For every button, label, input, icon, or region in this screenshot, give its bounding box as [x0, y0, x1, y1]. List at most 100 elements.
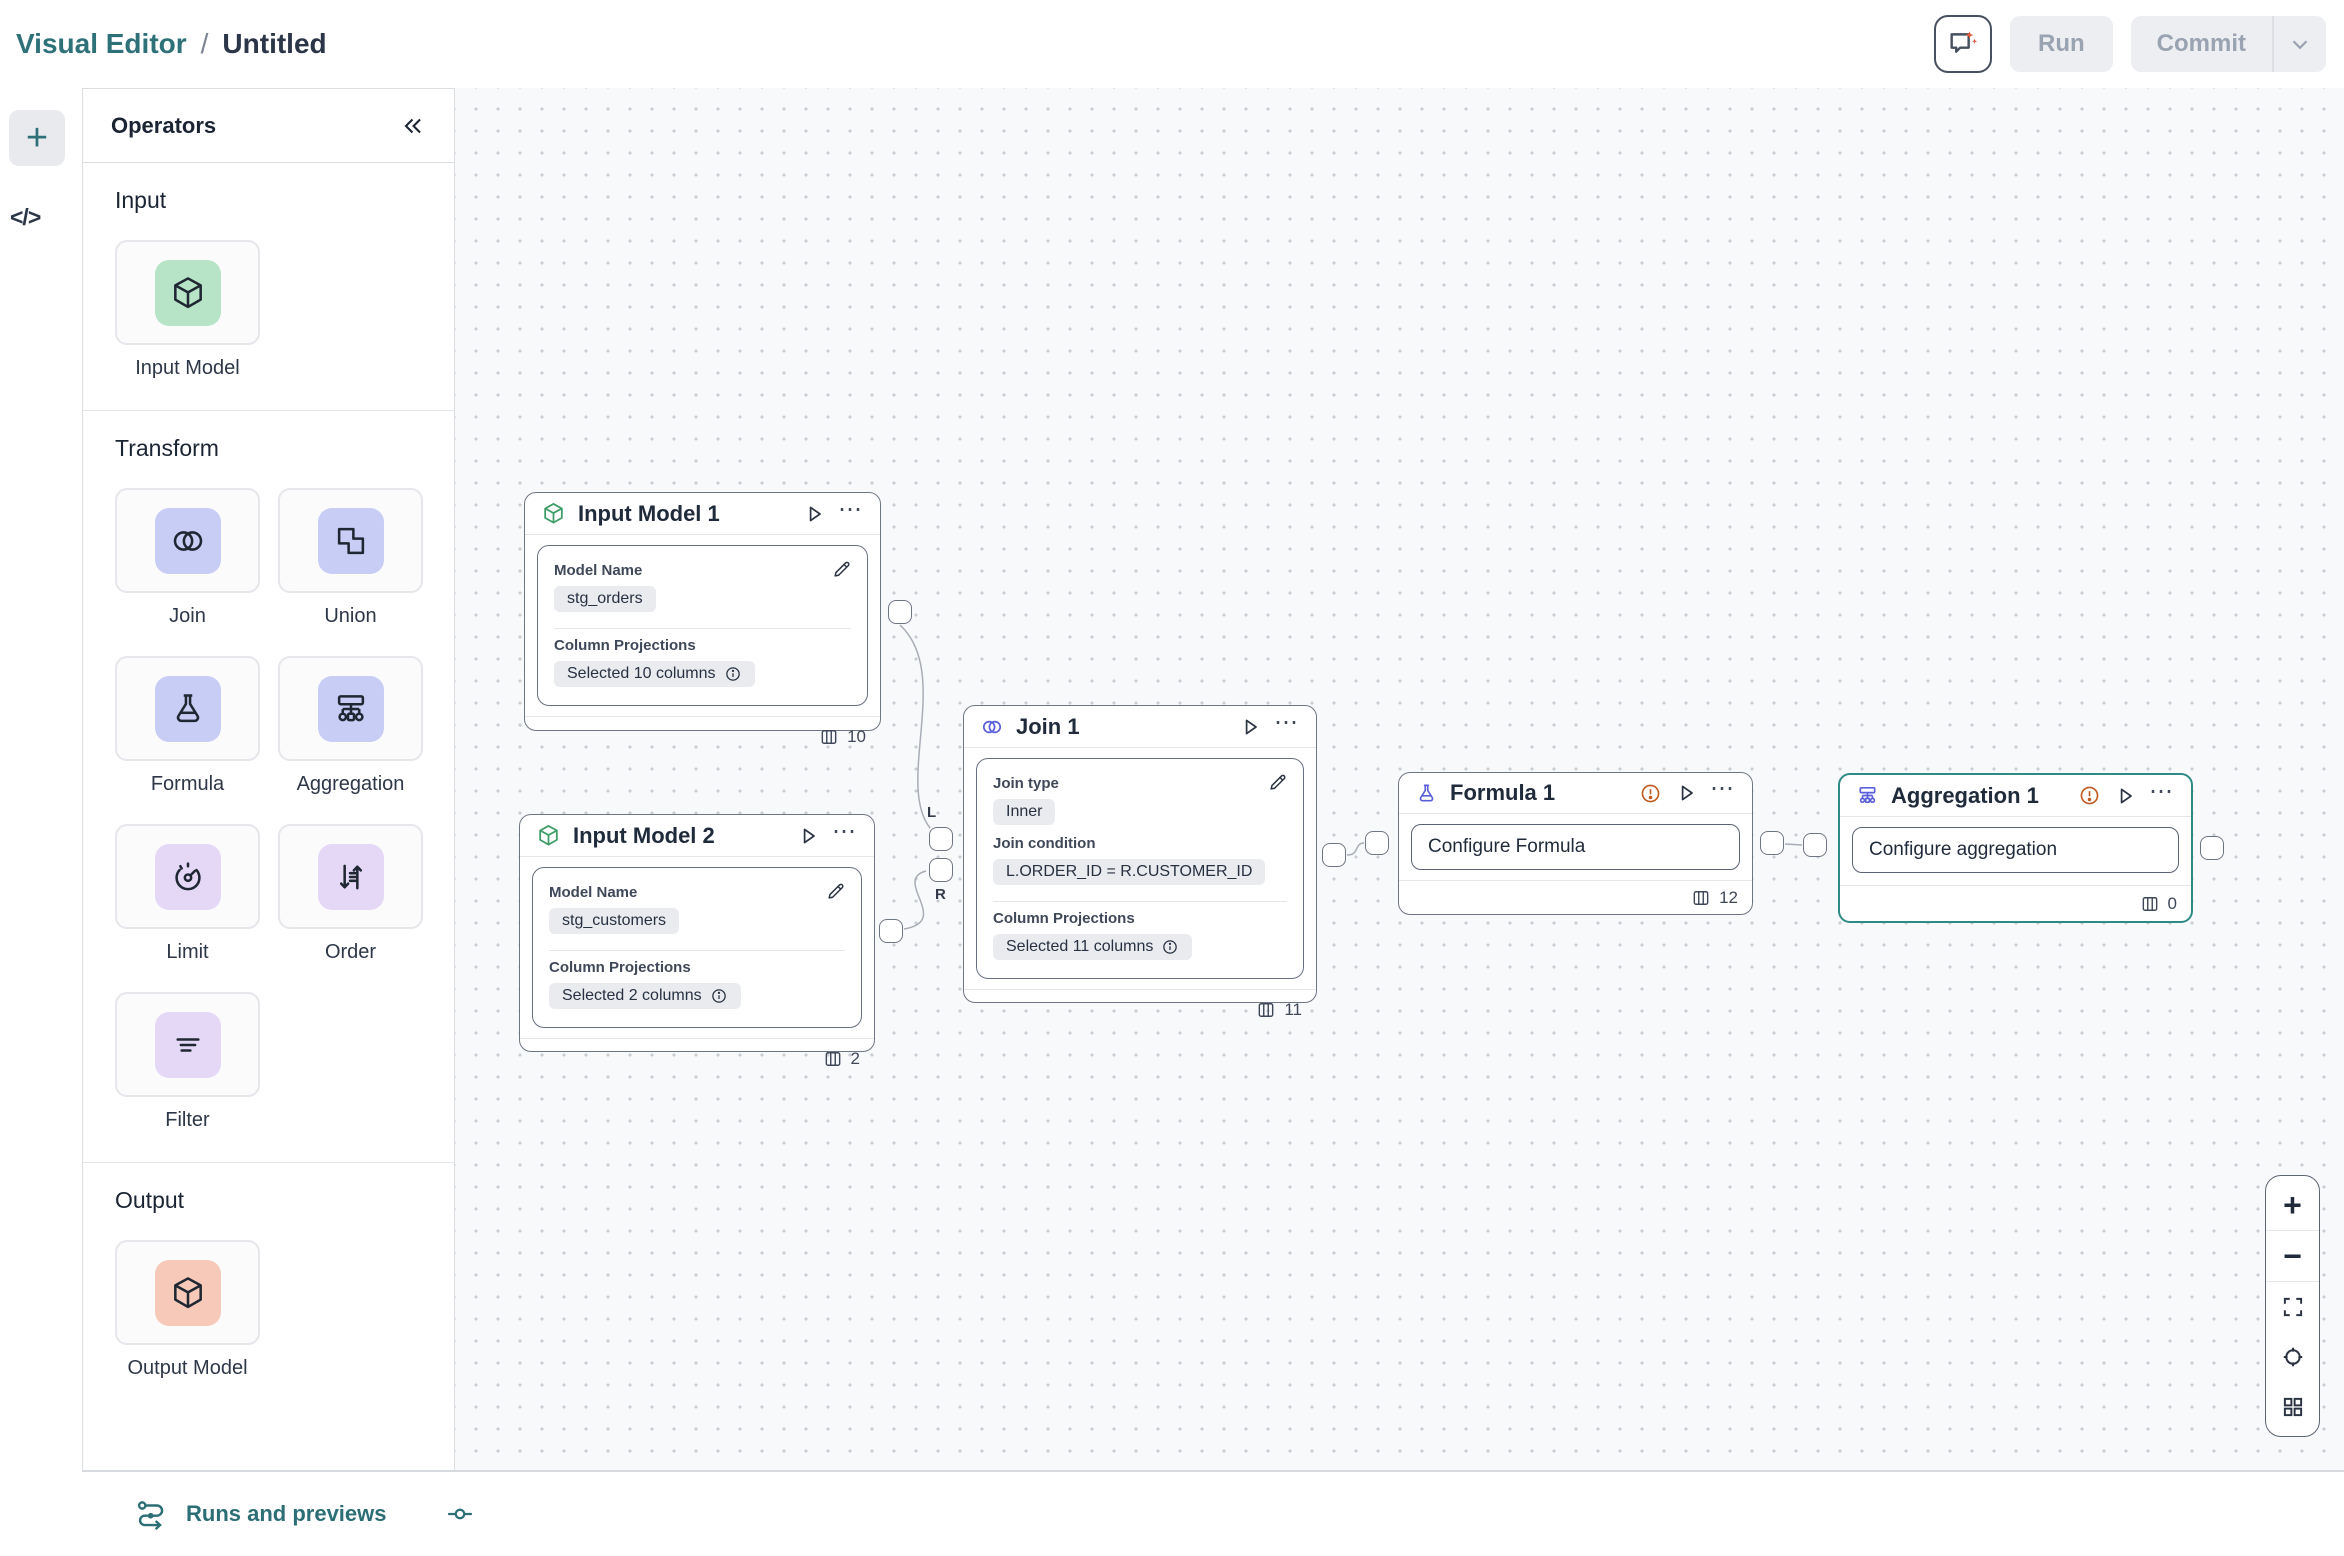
- edit-pencil-icon[interactable]: [1267, 771, 1289, 793]
- model-name-chip[interactable]: stg_orders: [554, 586, 656, 612]
- field-label: Column Projections: [993, 910, 1135, 927]
- join-type-chip[interactable]: Inner: [993, 799, 1056, 825]
- info-icon: [724, 665, 742, 683]
- node-aggregation-1[interactable]: Aggregation 1 ⋯ Configure aggregation 0: [1838, 773, 2193, 923]
- fullscreen-icon: [2280, 1294, 2306, 1320]
- edit-pencil-icon[interactable]: [825, 880, 847, 902]
- edge-join-to-formula: [1346, 842, 1365, 856]
- operator-label: Formula: [150, 773, 225, 795]
- breadcrumb: Visual Editor / Untitled: [16, 28, 327, 60]
- filter-lines-icon: [169, 1026, 207, 1064]
- edge-input2-to-join-r: [903, 870, 927, 930]
- play-icon[interactable]: [802, 502, 826, 526]
- node-input-model-1[interactable]: Input Model 1 ⋯ Model Name stg_orders Co…: [524, 492, 881, 746]
- node-title: Formula 1: [1450, 780, 1556, 805]
- port-join-input-left[interactable]: [929, 827, 953, 851]
- port-formula-output[interactable]: [1760, 831, 1784, 855]
- runs-and-previews-bar[interactable]: Runs and previews: [82, 1470, 2344, 1556]
- join-icon: [980, 715, 1004, 739]
- columns-icon: [2140, 894, 2160, 914]
- node-join-1[interactable]: Join 1 ⋯ Join type Inner Join condition …: [963, 705, 1317, 1019]
- model-name-chip[interactable]: stg_customers: [549, 908, 680, 934]
- breadcrumb-visual-editor[interactable]: Visual Editor: [16, 28, 187, 59]
- port-formula-input[interactable]: [1365, 831, 1389, 855]
- commit-dropdown-button[interactable]: [2272, 16, 2326, 72]
- column-projections-chip[interactable]: Selected 2 columns: [549, 983, 741, 1009]
- union-icon: [332, 522, 370, 560]
- add-button[interactable]: +: [9, 110, 65, 166]
- cube-icon: [541, 501, 566, 526]
- operator-limit[interactable]: Limit: [115, 824, 260, 964]
- operator-aggregation[interactable]: Aggregation: [278, 656, 423, 796]
- play-icon[interactable]: [2113, 784, 2137, 808]
- more-options-icon[interactable]: ⋯: [838, 495, 864, 523]
- layout-button[interactable]: [2266, 1382, 2319, 1432]
- crosshair-icon: [2280, 1344, 2306, 1370]
- edit-pencil-icon[interactable]: [831, 558, 853, 580]
- toggle-slider-icon[interactable]: [445, 1499, 475, 1529]
- configure-formula-button[interactable]: Configure Formula: [1411, 824, 1740, 870]
- breadcrumb-separator: /: [200, 28, 209, 59]
- operator-label: Input Model: [135, 357, 240, 379]
- play-icon[interactable]: [1674, 781, 1698, 805]
- ai-assistant-button[interactable]: [1934, 15, 1992, 73]
- join-condition-chip[interactable]: L.ORDER_ID = R.CUSTOMER_ID: [993, 859, 1266, 885]
- runs-and-previews-label[interactable]: Runs and previews: [186, 1501, 387, 1526]
- info-icon: [710, 987, 728, 1005]
- port-aggregation-input[interactable]: [1803, 833, 1827, 857]
- operator-order[interactable]: Order: [278, 824, 423, 964]
- port-input-model-1-output[interactable]: [888, 600, 912, 624]
- play-icon[interactable]: [796, 824, 820, 848]
- column-projections-chip[interactable]: Selected 11 columns: [993, 934, 1193, 960]
- port-join-input-right[interactable]: [929, 858, 953, 882]
- warning-icon: [2078, 784, 2101, 807]
- operator-formula[interactable]: Formula: [115, 656, 260, 796]
- operator-label: Aggregation: [296, 773, 405, 795]
- node-title: Aggregation 1: [1891, 782, 2039, 808]
- commit-button[interactable]: Commit: [2156, 30, 2246, 57]
- operator-output-model[interactable]: Output Model: [115, 1240, 260, 1380]
- more-options-icon[interactable]: ⋯: [1710, 775, 1736, 802]
- info-icon: [1161, 938, 1179, 956]
- fit-view-button[interactable]: [2266, 1332, 2319, 1382]
- operator-filter[interactable]: Filter: [115, 992, 260, 1132]
- zoom-out-button[interactable]: −: [2266, 1231, 2319, 1281]
- field-label: Join type: [993, 775, 1059, 792]
- collapse-panel-button[interactable]: [400, 113, 426, 139]
- fullscreen-button[interactable]: [2266, 1282, 2319, 1332]
- node-input-model-2[interactable]: Input Model 2 ⋯ Model Name stg_customers…: [519, 814, 875, 1068]
- more-options-icon[interactable]: ⋯: [1274, 708, 1300, 736]
- join-icon: [169, 522, 207, 560]
- column-count: 10: [847, 726, 866, 746]
- node-title: Input Model 2: [573, 822, 715, 848]
- aggregation-icon: [1856, 784, 1879, 807]
- chat-sparkle-icon: [1946, 27, 1980, 61]
- column-count: 2: [850, 1048, 860, 1068]
- double-chevron-left-icon: [400, 113, 426, 139]
- operator-label: Filter: [165, 1109, 210, 1131]
- code-view-button[interactable]: </>: [10, 204, 41, 231]
- operator-union[interactable]: Union: [278, 488, 423, 628]
- breadcrumb-page-title: Untitled: [222, 28, 327, 59]
- port-join-output[interactable]: [1322, 843, 1346, 867]
- column-projections-chip[interactable]: Selected 10 columns: [554, 661, 755, 687]
- more-options-icon[interactable]: ⋯: [2149, 777, 2175, 805]
- zoom-in-button[interactable]: +: [2266, 1180, 2319, 1230]
- sort-icon: [332, 858, 370, 896]
- field-label: Model Name: [549, 884, 638, 901]
- port-aggregation-output[interactable]: [2200, 836, 2224, 860]
- node-formula-1[interactable]: Formula 1 ⋯ Configure Formula 12: [1398, 772, 1753, 915]
- port-input-model-2-output[interactable]: [879, 919, 903, 943]
- pipeline-canvas[interactable]: Input Model 1 ⋯ Model Name stg_orders Co…: [455, 88, 2344, 1470]
- play-icon[interactable]: [1238, 715, 1262, 739]
- more-options-icon[interactable]: ⋯: [832, 817, 858, 845]
- section-label-input: Input: [115, 187, 167, 213]
- cube-icon: [169, 1274, 207, 1312]
- node-title: Join 1: [1016, 713, 1080, 739]
- plus-icon: +: [2283, 1187, 2302, 1223]
- operator-join[interactable]: Join: [115, 488, 260, 628]
- cube-icon: [536, 823, 561, 848]
- configure-aggregation-button[interactable]: Configure aggregation: [1852, 827, 2179, 873]
- run-button[interactable]: Run: [2010, 16, 2113, 72]
- operator-input-model[interactable]: Input Model: [115, 240, 260, 380]
